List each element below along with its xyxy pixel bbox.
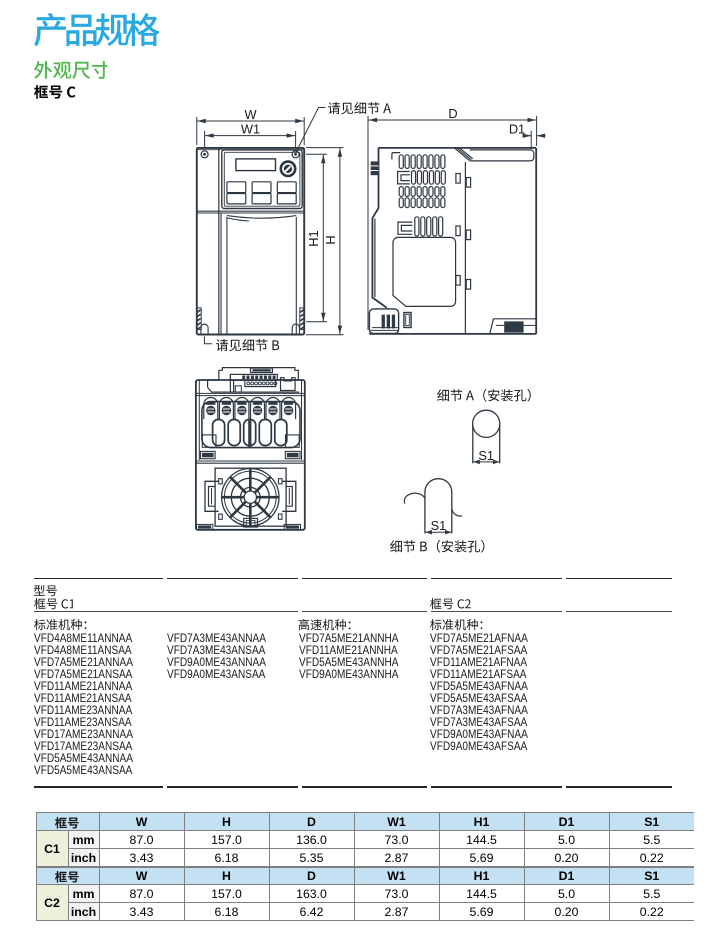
svg-text:W1: W1 <box>241 122 260 137</box>
svg-text:H1: H1 <box>306 230 321 246</box>
svg-text:W: W <box>244 107 257 122</box>
svg-text:D: D <box>448 106 457 121</box>
svg-text:S1: S1 <box>431 518 447 533</box>
svg-text:S1: S1 <box>478 448 494 463</box>
svg-text:D1: D1 <box>509 122 525 137</box>
svg-text:H: H <box>323 235 338 244</box>
